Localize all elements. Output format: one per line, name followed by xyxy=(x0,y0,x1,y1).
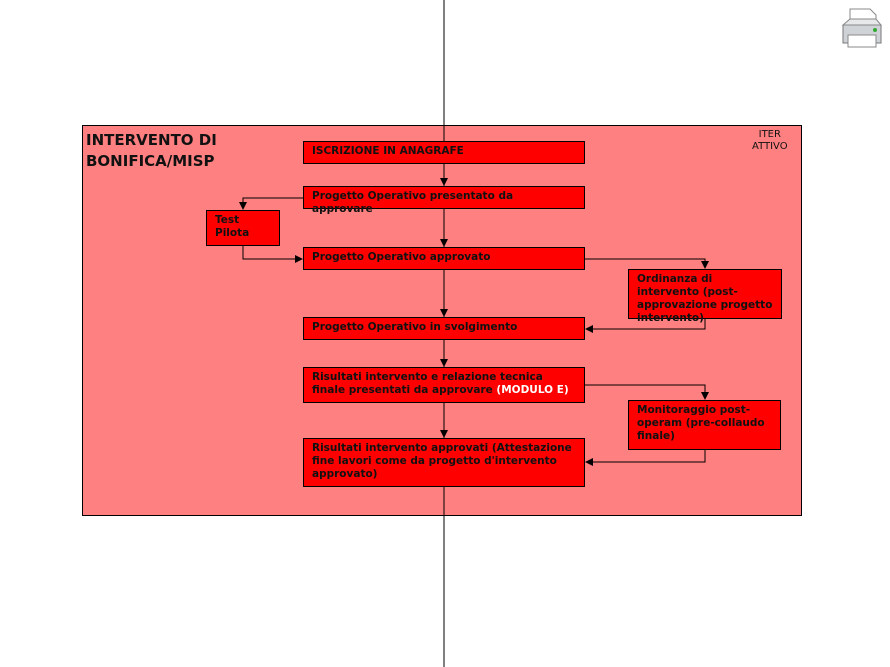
step-risultati-presentati: Risultati intervento e relazione tecnica… xyxy=(303,367,585,403)
step-monitoraggio: Monitoraggio post-operam (pre-collaudo f… xyxy=(628,400,781,450)
title-line-2: BONIFICA/MISP xyxy=(86,152,215,170)
step-approvato: Progetto Operativo approvato xyxy=(303,247,585,270)
step-ordinanza: Ordinanza di intervento (post-approvazio… xyxy=(628,269,782,324)
risultati-presentati-text: Risultati intervento e relazione tecnica… xyxy=(312,371,543,396)
test-pilota-line-2: Pilota xyxy=(215,227,250,239)
iter-label: ITER ATTIVO xyxy=(752,129,788,153)
step-iscrizione: ISCRIZIONE IN ANAGRAFE xyxy=(303,141,585,164)
iter-line-2: ATTIVO xyxy=(752,141,788,152)
modulo-e-label: (MODULO E) xyxy=(496,384,569,396)
title-line-1: INTERVENTO DI xyxy=(86,131,217,149)
diagram-title: INTERVENTO DI BONIFICA/MISP xyxy=(86,130,217,172)
step-risultati-approvati: Risultati intervento approvati (Attestaz… xyxy=(303,438,585,487)
step-test-pilota: Test Pilota xyxy=(206,210,280,246)
printer-icon[interactable] xyxy=(840,5,884,51)
test-pilota-line-1: Test xyxy=(215,214,240,226)
step-presentato: Progetto Operativo presentato da approva… xyxy=(303,186,585,215)
step-svolgimento: Progetto Operativo in svolgimento xyxy=(303,317,585,340)
iter-line-1: ITER xyxy=(758,129,781,140)
